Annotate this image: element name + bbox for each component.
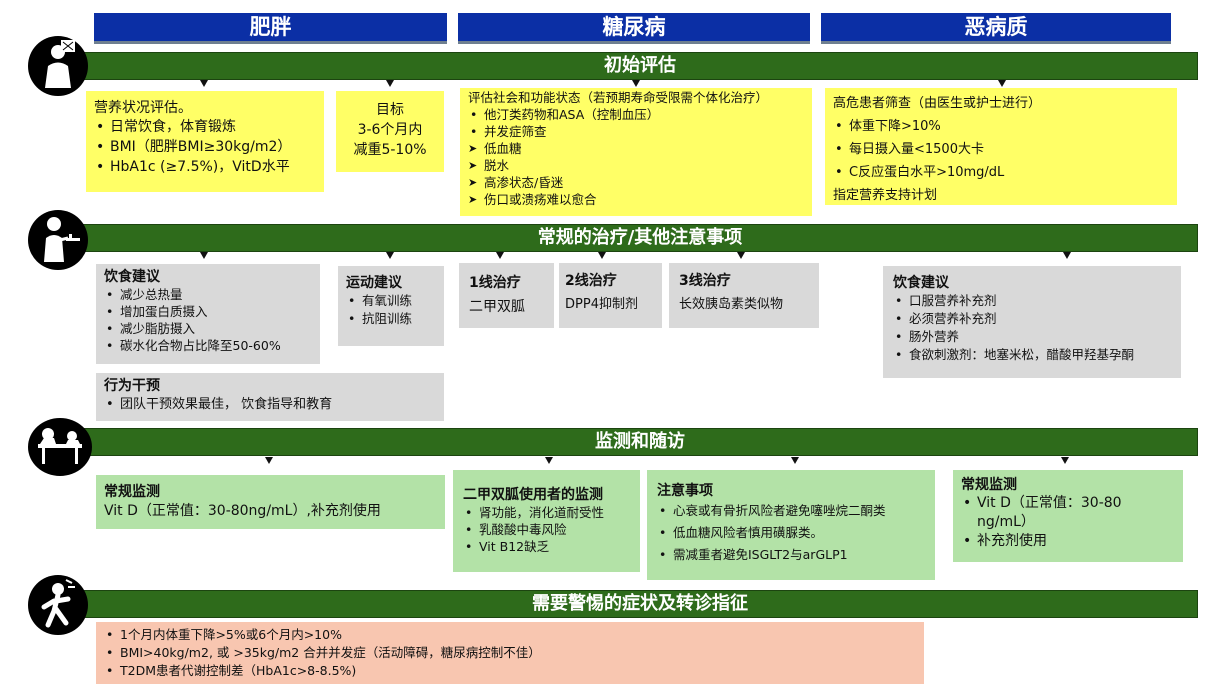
doctor-icon (28, 36, 88, 96)
connector-arrow (200, 80, 208, 87)
referral-criteria-box: 1个月内体重下降>5%或6个月内>10% BMI>40kg/m2, 或 >35k… (96, 622, 924, 684)
list-item: T2DM患者代谢控制差（HbA1c>8-8.5%) (104, 662, 916, 680)
list-item: 体重下降>10% (833, 115, 1169, 138)
first-line-treatment-box: 1线治疗 二甲双胍 (459, 263, 554, 328)
connector-arrow (1063, 252, 1071, 259)
list-item: 抗阻训练 (346, 310, 436, 328)
list-item: 有氧训练 (346, 292, 436, 310)
goal-line: 3-6个月内 (357, 122, 423, 138)
list-item: 团队干预效果最佳， 饮食指导和教育 (104, 395, 436, 414)
obesity-monitoring-box: 常规监测 Vit D（正常值：30-80ng/mL）,补充剂使用 (96, 475, 445, 529)
connector-arrow (386, 80, 394, 87)
box-footer: 指定营养支持计划 (833, 188, 938, 203)
treatment-drug: 长效胰岛素类似物 (679, 297, 784, 312)
goal-line: 减重5-10% (353, 142, 427, 158)
header-cachexia: 恶病质 (821, 13, 1171, 44)
list-item: 日常饮食，体育锻炼 (94, 117, 316, 137)
box-title: 评估社会和功能状态（若预期寿命受限需个体化治疗） (468, 90, 769, 105)
section-initial-assessment: 初始评估 (82, 52, 1198, 80)
connector-arrow (386, 252, 394, 259)
box-title: 3线治疗 (679, 273, 731, 289)
list-item: 脱水 (468, 157, 804, 174)
list-item: 碳水化合物占比降至50-60% (104, 337, 312, 354)
connector-arrow (791, 457, 799, 464)
box-title: 1线治疗 (469, 275, 521, 291)
section-monitoring-followup: 监测和随访 (82, 428, 1198, 456)
treatment-drug: 二甲双胍 (469, 299, 525, 315)
box-title: 运动建议 (346, 275, 402, 291)
cachexia-monitoring-box: 常规监测 Vit D（正常值：30-80 ng/mL） 补充剂使用 (953, 470, 1183, 562)
second-line-treatment-box: 2线治疗 DPP4抑制剂 (559, 263, 662, 328)
section-routine-treatment: 常规的治疗/其他注意事项 (82, 224, 1198, 252)
list-item: 食欲刺激剂：地塞米松，醋酸甲羟基孕酮 (893, 346, 1171, 364)
list-item: 肠外营养 (893, 328, 1171, 346)
list-item: 补充剂使用 (961, 532, 1175, 551)
warning-person-icon (28, 575, 88, 635)
box-title: 行为干预 (104, 378, 160, 394)
behavior-intervention-box: 行为干预 团队干预效果最佳， 饮食指导和教育 (96, 373, 444, 421)
section-alert-referral: 需要警惕的症状及转诊指征 (82, 590, 1198, 618)
list-item: 高渗状态/昏迷 (468, 174, 804, 191)
list-item: 1个月内体重下降>5%或6个月内>10% (104, 626, 916, 644)
connector-arrow (200, 252, 208, 259)
box-title: 高危患者筛查（由医生或护士进行） (833, 96, 1042, 111)
cachexia-diet-advice-box: 饮食建议 口服营养补充剂 必须营养补充剂 肠外营养 食欲刺激剂：地塞米松，醋酸甲… (883, 266, 1181, 378)
connector-arrow (496, 252, 504, 259)
consultation-icon (28, 418, 92, 476)
list-item: 减少总热量 (104, 286, 312, 303)
goal-title: 目标 (376, 102, 404, 118)
connector-arrow (998, 80, 1006, 87)
box-title: 营养状况评估。 (94, 100, 192, 116)
header-diabetes: 糖尿病 (458, 13, 810, 44)
connector-arrow (265, 457, 273, 464)
box-title: 2线治疗 (565, 273, 617, 289)
list-item: 并发症筛查 (468, 123, 804, 140)
list-item: BMI>40kg/m2, 或 >35kg/m2 合并并发症（活动障碍，糖尿病控制… (104, 644, 916, 662)
list-item: BMI（肥胖BMI≥30kg/m2） (94, 137, 316, 157)
connector-arrow (737, 252, 745, 259)
list-item: 他汀类药物和ASA（控制血压） (468, 106, 804, 123)
list-item: 伤口或溃疡难以愈合 (468, 191, 804, 208)
box-title: 注意事项 (657, 483, 713, 499)
list-item: 低血糖风险者慎用磺脲类。 (657, 522, 925, 544)
diet-advice-box: 饮食建议 减少总热量 增加蛋白质摄入 减少脂肪摄入 碳水化合物占比降至50-60… (96, 264, 320, 364)
list-item: HbA1c (≥7.5%)，VitD水平 (94, 157, 316, 177)
nutrition-assessment-box: 营养状况评估。 日常饮食，体育锻炼 BMI（肥胖BMI≥30kg/m2） HbA… (86, 91, 324, 192)
connector-arrow (632, 80, 640, 87)
third-line-treatment-box: 3线治疗 长效胰岛素类似物 (669, 263, 819, 328)
precautions-box: 注意事项 心衰或有骨折风险者避免噻唑烷二酮类 低血糖风险者慎用磺脲类。 需减重者… (647, 470, 935, 580)
treatment-drug: DPP4抑制剂 (565, 297, 638, 312)
box-title: 常规监测 (961, 477, 1017, 493)
list-item: 乳酸酸中毒风险 (463, 521, 630, 538)
list-item: 每日摄入量<1500大卡 (833, 138, 1169, 161)
list-item: 低血糖 (468, 140, 804, 157)
connector-arrow (598, 252, 606, 259)
list-item: 肾功能，消化道耐受性 (463, 504, 630, 521)
connector-arrow (1061, 457, 1069, 464)
list-item: 需减重者避免ISGLT2与arGLP1 (657, 544, 925, 566)
box-title: 饮食建议 (893, 275, 949, 291)
nurse-icon (28, 210, 88, 270)
diabetes-assessment-box: 评估社会和功能状态（若预期寿命受限需个体化治疗） 他汀类药物和ASA（控制血压）… (460, 88, 812, 216)
box-title: 二甲双胍使用者的监测 (463, 487, 603, 503)
box-title: 饮食建议 (104, 269, 160, 285)
goal-box: 目标 3-6个月内 减重5-10% (336, 91, 444, 172)
list-item: 减少脂肪摄入 (104, 320, 312, 337)
list-item: 心衰或有骨折风险者避免噻唑烷二酮类 (657, 500, 925, 522)
header-obesity: 肥胖 (94, 13, 447, 44)
cachexia-screening-box: 高危患者筛查（由医生或护士进行） 体重下降>10% 每日摄入量<1500大卡 C… (825, 88, 1177, 205)
monitor-text: Vit D（正常值：30-80ng/mL）,补充剂使用 (104, 503, 381, 519)
connector-arrow (545, 457, 553, 464)
list-item: 增加蛋白质摄入 (104, 303, 312, 320)
list-item: Vit D（正常值：30-80 ng/mL） (961, 494, 1175, 532)
list-item: 必须营养补充剂 (893, 310, 1171, 328)
list-item: Vit B12缺乏 (463, 538, 630, 555)
list-item: 口服营养补充剂 (893, 292, 1171, 310)
list-item: C反应蛋白水平>10mg/dL (833, 161, 1169, 184)
exercise-advice-box: 运动建议 有氧训练 抗阻训练 (338, 266, 444, 346)
metformin-monitoring-box: 二甲双胍使用者的监测 肾功能，消化道耐受性 乳酸酸中毒风险 Vit B12缺乏 (453, 470, 640, 572)
box-title: 常规监测 (104, 484, 160, 500)
